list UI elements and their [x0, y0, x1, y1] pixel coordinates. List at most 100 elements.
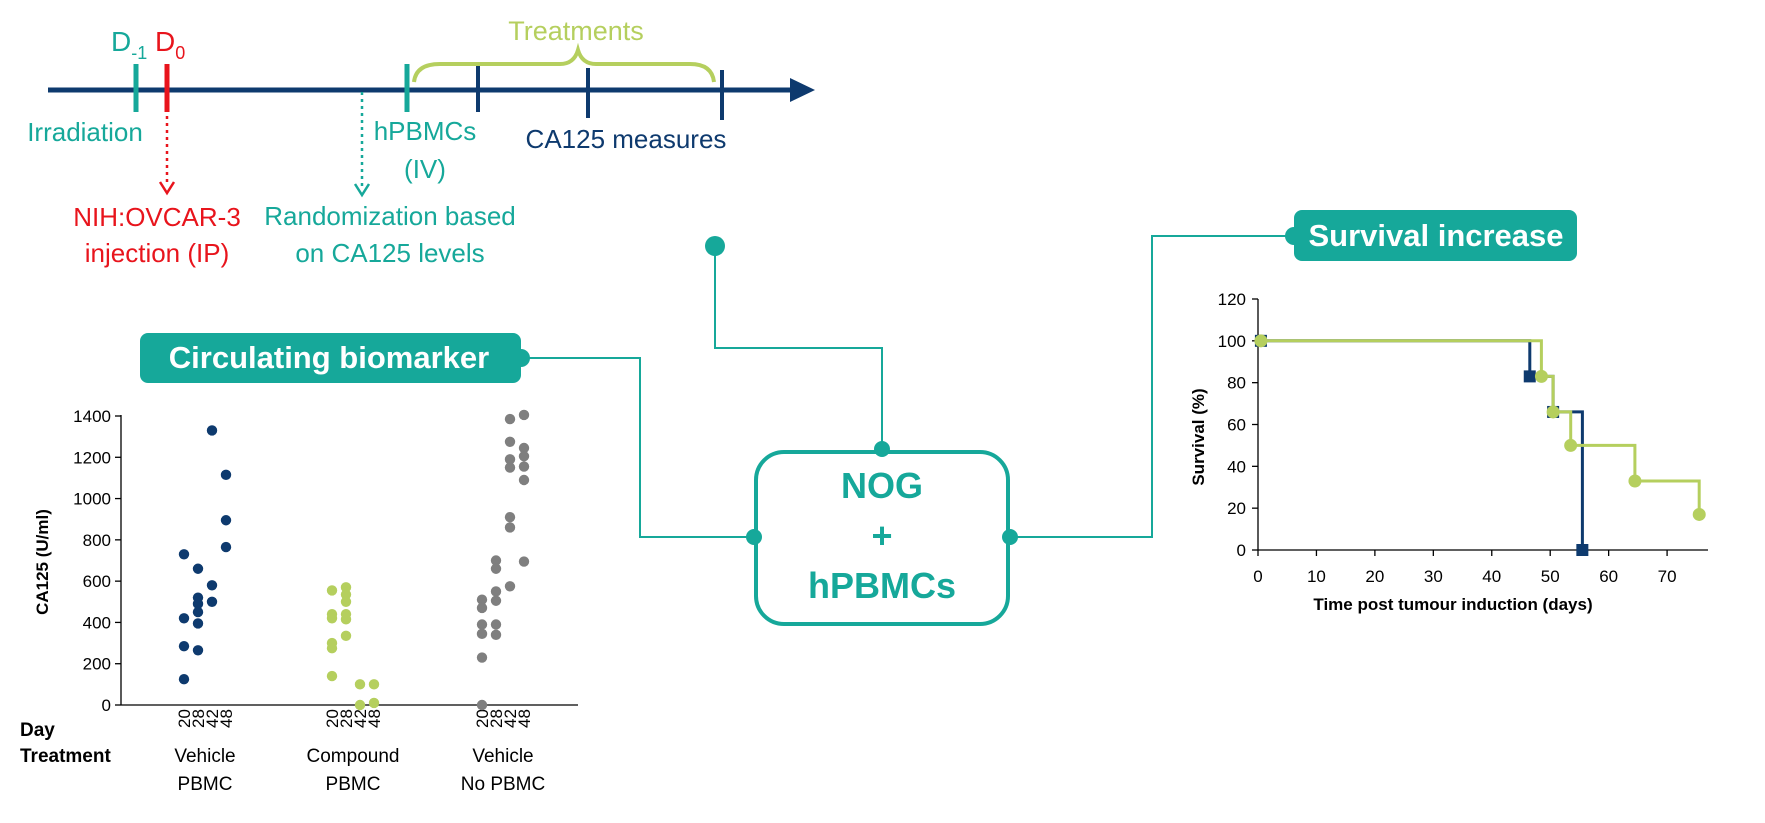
randomization-label-2: on CA125 levels — [295, 238, 484, 268]
scatter-point — [504, 522, 516, 533]
scatter-point — [354, 699, 366, 711]
scatter-point — [518, 556, 530, 567]
scatter-point — [206, 596, 218, 607]
survival-series-line — [1258, 339, 1701, 515]
circulating-biomarker-label: Circulating biomarker — [169, 340, 489, 375]
group-1-label-1: Vehicle — [174, 746, 235, 767]
scatter-point — [192, 645, 204, 656]
scatter-point — [490, 555, 502, 566]
connectors — [522, 235, 1293, 538]
scatter-day-tick-label: 42 — [501, 709, 520, 728]
injection-arrow-head — [158, 181, 176, 196]
scatter-ytick-label: 1200 — [73, 448, 111, 467]
scatter-day-tick-label: 20 — [473, 709, 492, 728]
scatter-point — [518, 461, 530, 472]
survival-marker-circle — [1564, 438, 1578, 452]
scatter-point — [518, 474, 530, 486]
scatter-point — [476, 652, 488, 663]
scatter-point — [340, 589, 352, 600]
survival-marker-circle — [1546, 405, 1560, 419]
survival-markers — [1254, 334, 1706, 556]
scatter-point — [504, 454, 516, 465]
scatter-point — [368, 679, 380, 690]
randomization-label-1: Randomization based — [264, 201, 516, 231]
scatter-point — [192, 618, 204, 629]
scatter-ylabel: CA125 (U/ml) — [33, 509, 52, 615]
scatter-point — [490, 586, 502, 597]
scatter-ytick-label: 0 — [102, 696, 111, 715]
scatter-day-tick-label: 28 — [487, 709, 506, 728]
survival-marker-circle — [1628, 474, 1642, 488]
scatter-point — [192, 598, 204, 610]
hpbmcs-label-1: hPBMCs — [374, 116, 477, 146]
timeline-arrowhead — [790, 78, 815, 102]
scatter-day-tick-label: 20 — [175, 709, 194, 728]
scatter-point — [476, 628, 488, 639]
survival-lines — [1258, 339, 1701, 550]
group-3-label-1: Vehicle — [472, 746, 533, 767]
treatment-row-label: Treatment — [20, 746, 111, 767]
scatter-point — [476, 699, 488, 711]
scatter-ytick-label: 800 — [83, 531, 111, 550]
nog-label: NOG — [841, 465, 923, 506]
scatter-point — [340, 614, 352, 625]
scatter-point — [340, 630, 352, 642]
group-2-label-2: PBMC — [326, 774, 381, 795]
scatter-point — [220, 541, 232, 553]
d-minus-1-label: D-1 — [111, 26, 147, 63]
survival-ytick-label: 40 — [1227, 457, 1246, 476]
hpbmcs-label-2: (IV) — [404, 154, 446, 184]
scatter-point — [326, 585, 338, 596]
group-3-label-2: No PBMC — [461, 774, 545, 795]
survival-xtick-label: 20 — [1365, 567, 1384, 586]
scatter-ytick-label: 600 — [83, 572, 111, 591]
scatter-point — [192, 563, 204, 574]
plus-label: + — [871, 515, 892, 556]
randomization-arrow-head — [353, 183, 371, 198]
survival-xlabel: Time post tumour induction (days) — [1313, 595, 1592, 614]
scatter-point — [340, 582, 352, 593]
survival-xtick-label: 50 — [1541, 567, 1560, 586]
scatter-point — [504, 462, 516, 473]
survival-ytick-label: 60 — [1227, 416, 1246, 435]
scatter-point — [206, 425, 218, 436]
scatter-day-tick-label: 28 — [189, 709, 208, 728]
injection-label-2: injection (IP) — [85, 238, 230, 268]
survival-ytick-label: 80 — [1227, 374, 1246, 393]
scatter-point — [518, 442, 530, 454]
timeline: D-1 D0 Treatments Irradiation NIH:OVCAR-… — [27, 16, 815, 268]
scatter-ytick-label: 1000 — [73, 490, 111, 509]
scatter-point — [504, 413, 516, 425]
scatter-point — [518, 409, 530, 421]
scatter-point — [490, 563, 502, 574]
survival-increase-box: Survival increase — [1285, 210, 1577, 261]
ca125-measures-label: CA125 measures — [526, 124, 727, 154]
d0-label: D0 — [155, 26, 185, 63]
survival-xtick-label: 70 — [1658, 567, 1677, 586]
scatter-point — [476, 602, 488, 614]
scatter-point — [490, 629, 502, 641]
scatter-day-tick-label: 48 — [217, 709, 236, 728]
survival-marker-square — [1576, 544, 1589, 556]
survival-ytick-label: 0 — [1237, 541, 1246, 560]
survival-xtick-label: 40 — [1482, 567, 1501, 586]
survival-ytick-label: 100 — [1218, 332, 1246, 351]
scatter-day-tick-label: 48 — [515, 709, 534, 728]
treatments-label: Treatments — [508, 16, 644, 46]
connector-right — [1010, 235, 1293, 538]
survival-marker-square — [1523, 370, 1536, 383]
scatter-point — [220, 515, 232, 526]
scatter-day-tick-label: 48 — [365, 709, 384, 728]
scatter-point — [178, 640, 190, 652]
survival-increase-label: Survival increase — [1308, 218, 1563, 253]
survival-marker-circle — [1254, 334, 1268, 348]
scatter-point — [518, 451, 530, 462]
scatter-point — [490, 595, 502, 606]
scatter-point — [354, 679, 366, 690]
survival-marker-circle — [1534, 369, 1548, 383]
survival-ylabel: Survival (%) — [1189, 388, 1208, 485]
scatter-day-tick-label: 42 — [203, 709, 222, 728]
irradiation-label: Irradiation — [27, 117, 143, 147]
